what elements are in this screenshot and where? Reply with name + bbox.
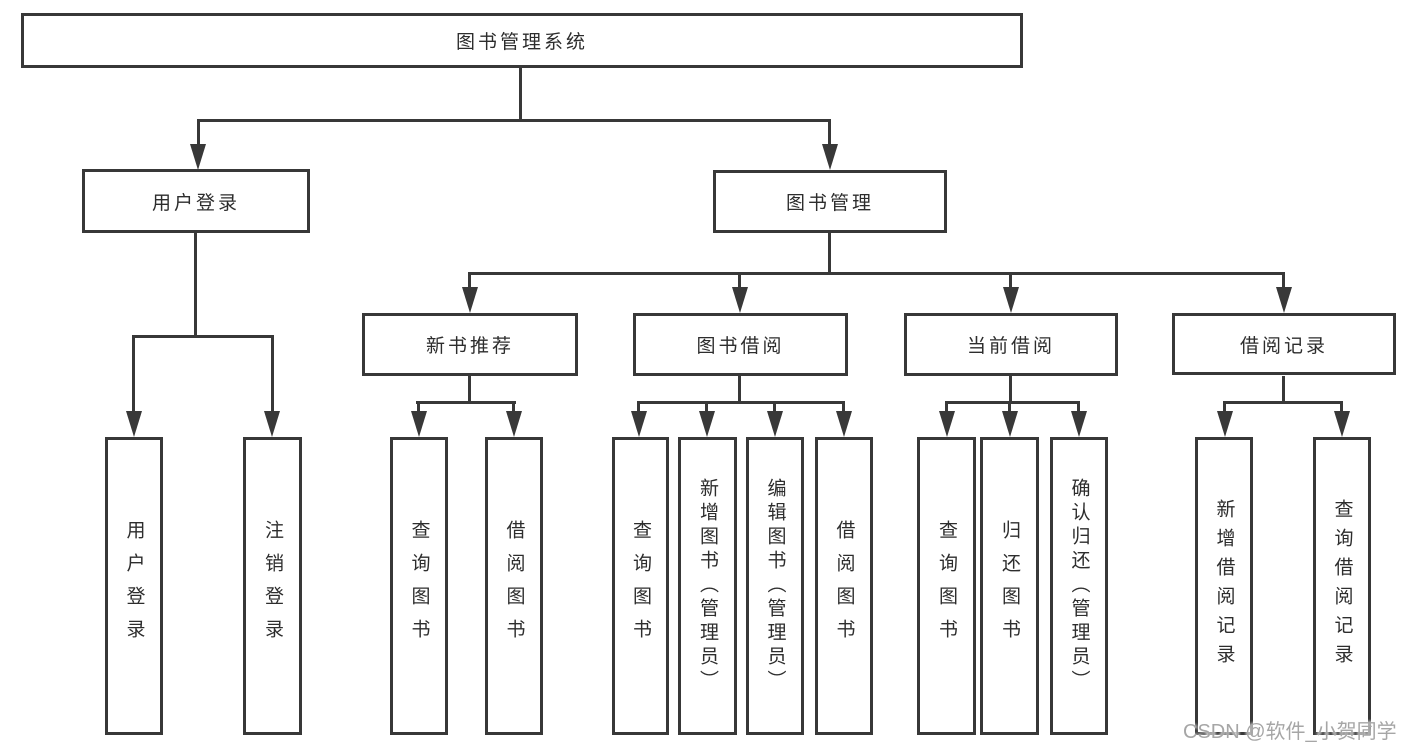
connector-line xyxy=(1009,376,1012,404)
connector-line xyxy=(828,233,831,275)
node-new-book-recommend: 新书推荐 xyxy=(362,313,578,376)
arrow-down-icon xyxy=(631,411,647,437)
arrow-down-icon xyxy=(411,411,427,437)
leaf-label: 查询借阅记录 xyxy=(1331,499,1353,673)
connector-line xyxy=(842,401,845,412)
leaf-label: 查询图书 xyxy=(936,520,957,652)
arrow-down-icon xyxy=(939,411,955,437)
connector-line xyxy=(637,401,845,404)
connector-line xyxy=(1340,401,1343,412)
leaf-label: 编辑图书（管理员） xyxy=(764,478,786,694)
leaf-label: 新增借阅记录 xyxy=(1213,499,1235,673)
leaf-return-books: 归还图书 xyxy=(980,437,1039,735)
connector-line xyxy=(1077,401,1080,412)
connector-line xyxy=(468,376,471,404)
connector-line xyxy=(417,401,420,412)
connector-line xyxy=(1223,401,1343,404)
leaf-label: 新增图书（管理员） xyxy=(697,478,718,694)
connector-line xyxy=(194,233,197,338)
arrow-down-icon xyxy=(264,411,280,437)
connector-line xyxy=(1009,272,1012,289)
leaf-label: 归还图书 xyxy=(999,520,1020,652)
connector-line xyxy=(519,68,522,121)
leaf-label: 确认归还（管理员） xyxy=(1068,478,1090,694)
connector-line xyxy=(738,376,741,404)
node-current-borrow: 当前借阅 xyxy=(904,313,1118,376)
connector-line xyxy=(738,272,741,289)
connector-line xyxy=(197,119,200,146)
leaf-query-borrow-record: 查询借阅记录 xyxy=(1313,437,1371,735)
connector-line xyxy=(416,401,516,404)
connector-line xyxy=(1223,401,1226,412)
leaf-edit-books-admin: 编辑图书（管理员） xyxy=(746,437,804,735)
connector-line xyxy=(512,401,515,412)
connector-line xyxy=(1282,376,1285,404)
leaf-label: 用户登录 xyxy=(123,520,145,652)
arrow-down-icon xyxy=(822,144,838,170)
node-root: 图书管理系统 xyxy=(21,13,1023,68)
leaf-query-books-current: 查询图书 xyxy=(917,437,976,735)
leaf-add-borrow-record: 新增借阅记录 xyxy=(1195,437,1253,735)
leaf-label: 查询图书 xyxy=(630,520,651,652)
node-book-borrow: 图书借阅 xyxy=(633,313,848,376)
leaf-borrow-books-borrow: 借阅图书 xyxy=(815,437,873,735)
csdn-watermark: CSDN @软件_小贺同学 xyxy=(1183,721,1397,743)
arrow-down-icon xyxy=(1002,411,1018,437)
connector-line xyxy=(132,335,274,338)
arrow-down-icon xyxy=(836,411,852,437)
leaf-query-books-borrow: 查询图书 xyxy=(612,437,669,735)
arrow-down-icon xyxy=(190,144,206,170)
connector-line xyxy=(197,119,831,122)
leaf-borrow-books-recommend: 借阅图书 xyxy=(485,437,543,735)
connector-line xyxy=(1282,272,1285,289)
connector-line xyxy=(773,401,776,412)
leaf-user-login: 用户登录 xyxy=(105,437,163,735)
node-borrow-records: 借阅记录 xyxy=(1172,313,1396,375)
connector-line xyxy=(468,272,471,289)
arrow-down-icon xyxy=(732,287,748,313)
connector-line xyxy=(945,401,1080,404)
leaf-query-books-recommend: 查询图书 xyxy=(390,437,448,735)
arrow-down-icon xyxy=(1071,411,1087,437)
connector-line xyxy=(271,335,274,412)
node-user-login: 用户登录 xyxy=(82,169,310,233)
connector-line xyxy=(945,401,948,412)
leaf-label: 查询图书 xyxy=(408,520,430,652)
connector-line xyxy=(828,119,831,146)
arrow-down-icon xyxy=(506,411,522,437)
connector-line xyxy=(637,401,640,412)
leaf-label: 注销登录 xyxy=(262,520,283,652)
connector-line xyxy=(468,272,1285,275)
node-book-management: 图书管理 xyxy=(713,170,947,233)
arrow-down-icon xyxy=(126,411,142,437)
connector-line xyxy=(132,335,135,412)
arrow-down-icon xyxy=(1276,287,1292,313)
arrow-down-icon xyxy=(767,411,783,437)
leaf-label: 借阅图书 xyxy=(503,520,525,652)
leaf-add-books-admin: 新增图书（管理员） xyxy=(678,437,737,735)
leaf-logout: 注销登录 xyxy=(243,437,302,735)
leaf-label: 借阅图书 xyxy=(833,520,855,652)
leaf-confirm-return-admin: 确认归还（管理员） xyxy=(1050,437,1108,735)
arrow-down-icon xyxy=(462,287,478,313)
connector-line xyxy=(1008,401,1011,412)
arrow-down-icon xyxy=(1334,411,1350,437)
arrow-down-icon xyxy=(699,411,715,437)
arrow-down-icon xyxy=(1217,411,1233,437)
arrow-down-icon xyxy=(1003,287,1019,313)
connector-line xyxy=(705,401,708,412)
